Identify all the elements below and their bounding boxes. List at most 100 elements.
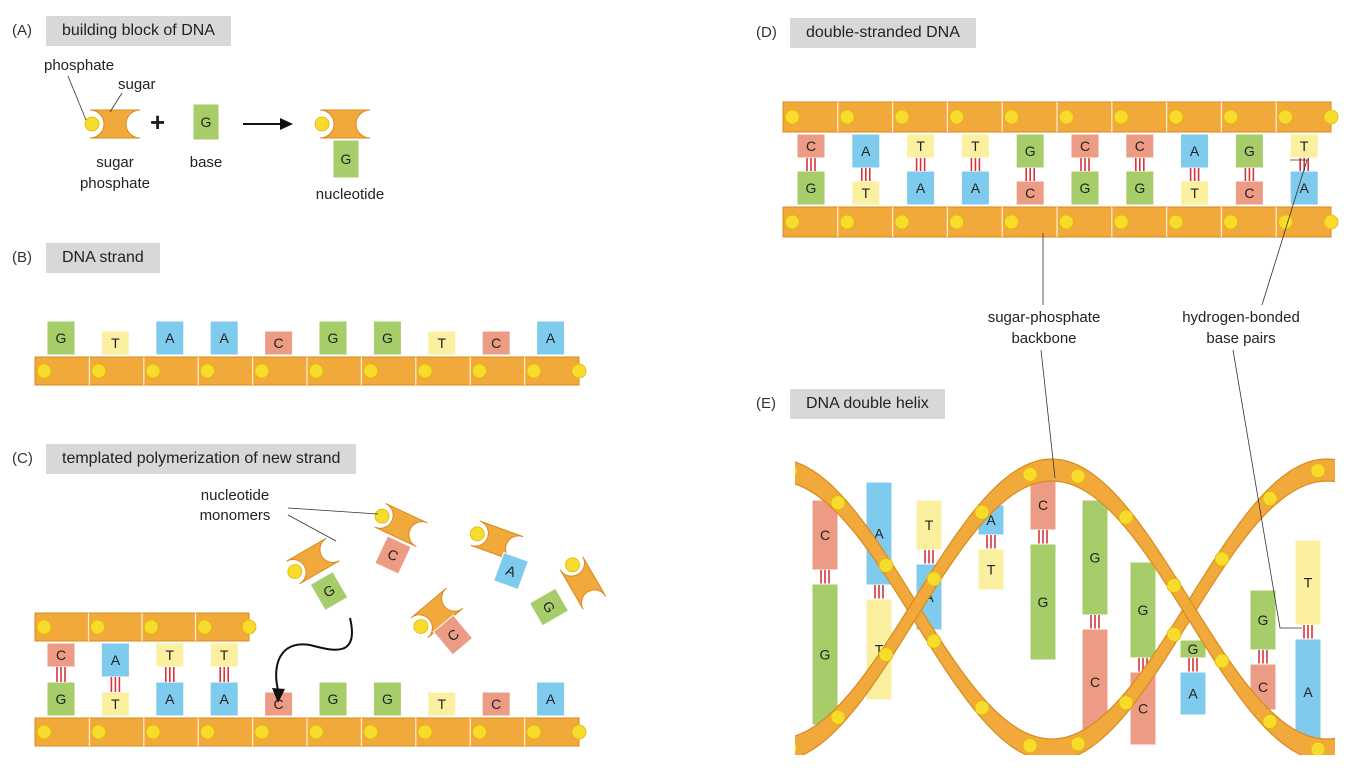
helix-pair-9-bottom: A: [1294, 638, 1322, 746]
top-base-1: A: [851, 133, 881, 169]
template-base-0-letter: G: [56, 691, 67, 707]
helix-strand-2-phosphate-72: [1214, 653, 1230, 669]
template-base-1-box: [100, 691, 130, 717]
strand-b-backbone-phosphate-3: [200, 363, 215, 379]
monomer-base-1-box: [374, 535, 412, 575]
top-backbone-phosphate-4: [1004, 109, 1019, 125]
incoming-arrow-curve: [275, 617, 353, 691]
top-base-1-letter: A: [861, 143, 871, 159]
strand-b-base-0: G: [46, 320, 76, 356]
helix-pair-9-top-box: [1294, 539, 1322, 626]
bottom-base-5-box: [1070, 170, 1100, 206]
helix-pair-4-bottom-letter: G: [1038, 594, 1049, 610]
helix-pair-4-bottom: G: [1029, 543, 1057, 661]
helix-pair-4: CG: [1029, 479, 1057, 661]
helix-pair-7: GA: [1179, 639, 1207, 716]
plus-sign: +: [150, 107, 166, 137]
strand-b-backbone-phosphate-6: [363, 363, 379, 379]
monomers-label-1: nucleotide: [200, 487, 270, 504]
strand-b-backbone-phosphate-end: [571, 363, 587, 379]
helix-strand-1-phosphate-80: [1262, 491, 1278, 506]
bottom-base-5: G: [1070, 170, 1100, 206]
new-strand-base-2-box: [155, 642, 185, 668]
top-base-9: T: [1289, 133, 1319, 159]
bottom-backbone-phosphate-7: [1168, 214, 1184, 230]
pair-hbond-6: [1135, 158, 1145, 171]
strand-b-backbone-phosphate-4: [254, 363, 270, 379]
top-backbone-phosphate-3: [949, 109, 965, 125]
monomer-sugar-0-sugar: [286, 537, 340, 585]
strand-b-backbone: [34, 356, 587, 386]
helix-pair-0-bottom-letter: G: [820, 647, 831, 663]
helix-pair-4-top-letter: C: [1038, 497, 1048, 513]
helix-pair-3-bottom-box: [977, 548, 1005, 591]
top-backbone-phosphate-2: [894, 109, 910, 125]
helix-pair-0-hbond: [820, 570, 830, 584]
helix-pair-1-hbond: [874, 585, 884, 599]
backbone-leader-bottom: [1040, 349, 1056, 479]
bottom-base-8: C: [1234, 180, 1264, 206]
helix-pair-7-top: G: [1179, 639, 1207, 659]
bottom-base-1-box: [851, 180, 881, 206]
strand-b-base-6: G: [372, 320, 402, 356]
helix-strand-1-phosphate-0: [795, 466, 798, 478]
hbond-leader-bottom: [1232, 349, 1302, 629]
sugar-phosphate-unit: [84, 109, 141, 139]
helix-pair-6-top: G: [1129, 561, 1157, 659]
new-strand-hbond-2: [165, 667, 175, 682]
template-base-1: T: [100, 691, 130, 717]
bottom-backbone-phosphate-1: [839, 214, 855, 230]
pair-hbond-3: [970, 158, 981, 171]
top-base-3-box: [960, 133, 990, 159]
helix-pair-1-top-letter: A: [874, 526, 884, 542]
new-strand-base-0: C: [46, 642, 76, 668]
panel-a-tag: (A): [12, 22, 32, 39]
helix-pair-4-bottom-box: [1029, 543, 1057, 661]
top-base-0-box: [796, 133, 826, 159]
sugar-phosphate-unit-sugar: [89, 109, 141, 139]
bottom-base-7-letter: T: [1190, 185, 1199, 201]
bottom-backbone-phosphate-6: [1113, 214, 1129, 230]
panel-a-artwork: GG: [67, 75, 371, 179]
helix-strand-2-phosphate-56: [1118, 509, 1134, 525]
monomer-base-1: C: [374, 535, 412, 575]
strand-b-base-7-letter: T: [438, 335, 447, 351]
monomer-sugar-1-sugar: [374, 503, 428, 547]
monomers-leader-1: [287, 514, 337, 542]
helix-pair-5-top: G: [1081, 499, 1109, 616]
template-base-5: G: [318, 681, 348, 717]
template-base-8-box: [481, 691, 511, 717]
strand-b-base-9: A: [536, 320, 566, 356]
helix-pair-0-bottom: G: [811, 583, 839, 726]
strand-b-base-6-box: [372, 320, 402, 356]
bottom-base-1: T: [851, 180, 881, 206]
template-base-2: A: [155, 681, 185, 717]
template-backbone-phosphate-8: [472, 724, 487, 740]
monomer-base-4: G: [528, 587, 570, 627]
new-strand-backbone-phosphate-1: [90, 619, 105, 635]
base-label: base: [189, 154, 223, 171]
top-backbone: [782, 101, 1339, 133]
new-strand-base-0-letter: C: [56, 647, 66, 663]
monomers-leader-2: [287, 507, 379, 515]
helix-strand-2-phosphate-40: [1022, 466, 1038, 482]
helix-strand-1-phosphate-48: [1070, 736, 1086, 752]
panel-d-tag: (D): [756, 24, 777, 41]
strand-b-base-3: A: [209, 320, 239, 356]
top-base-4-letter: G: [1025, 143, 1036, 159]
template-backbone-phosphate-5: [308, 724, 324, 740]
bottom-base-0: G: [796, 170, 826, 206]
helix-pair-7-bottom: A: [1179, 671, 1207, 716]
pair-hbond-4: [1025, 168, 1035, 181]
template-base-9: A: [536, 681, 566, 717]
monomer-sugar-3: [469, 520, 524, 562]
nucleotide-label: nucleotide: [315, 186, 385, 203]
helix-pair-1-bottom-letter: T: [875, 642, 884, 658]
template-base-2-letter: A: [165, 691, 175, 707]
strand-b-base-8-letter: C: [491, 335, 501, 351]
sugar-phosphate-label-2: phosphate: [79, 175, 151, 192]
helix-pair-8-top-letter: G: [1258, 612, 1269, 628]
new-strand-base-1-box: [100, 642, 130, 678]
top-base-8-letter: G: [1244, 143, 1255, 159]
